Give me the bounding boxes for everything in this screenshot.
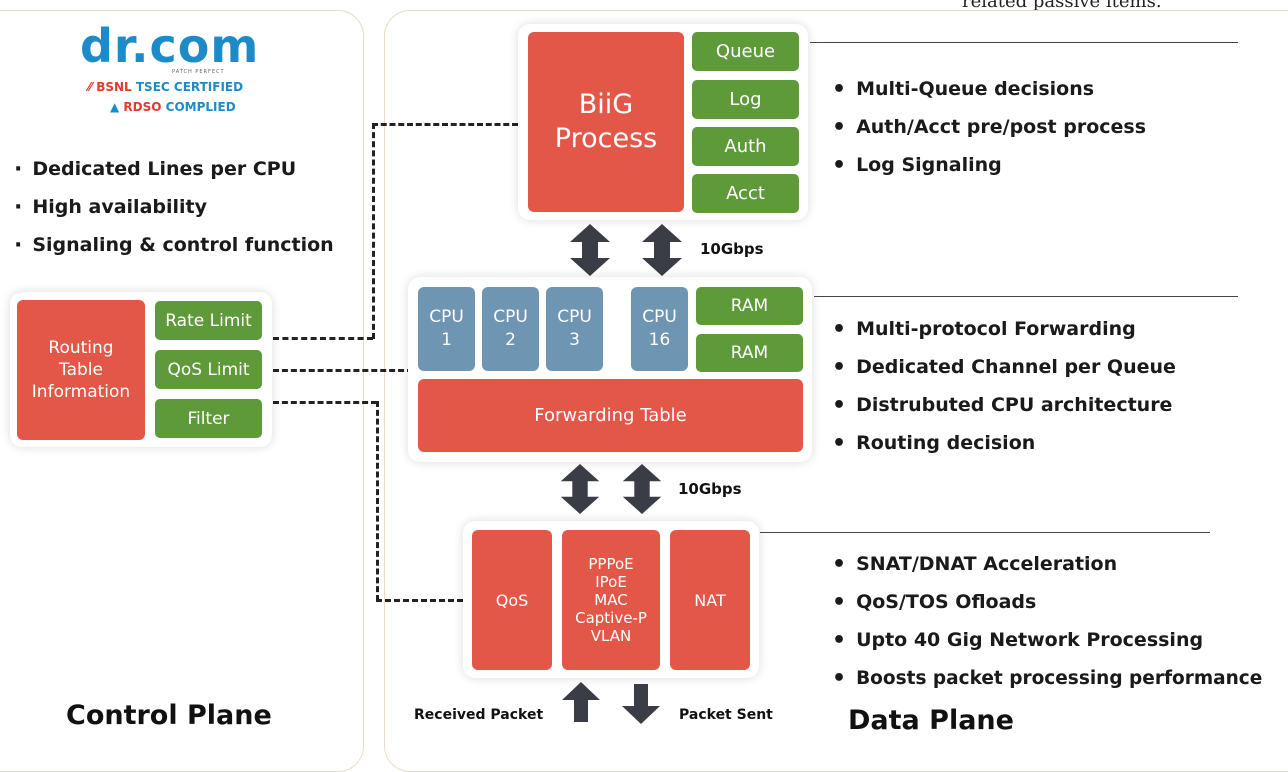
- bullet-item: •Multi-protocol Forwarding: [832, 316, 1136, 342]
- network-bullets: •SNAT/DNAT Acceleration •QoS/TOS Ofloads…: [832, 545, 1262, 697]
- data-plane-title: Data Plane: [848, 705, 1014, 736]
- bullet-item: •Dedicated Channel per Queue: [832, 354, 1176, 380]
- cert-bsnl-prefix: BSNL: [96, 80, 132, 94]
- control-plane-title: Control Plane: [66, 700, 272, 731]
- bullet-item: •Auth/Acct pre/post process: [832, 114, 1147, 140]
- bullet-item: ·Dedicated Lines per CPU: [14, 156, 297, 182]
- bsnl-icon: ⁄⁄: [88, 80, 93, 94]
- rate-limit-box: Rate Limit: [155, 301, 262, 340]
- link-speed-label: 10Gbps: [700, 240, 764, 258]
- rdso-icon: ▲: [110, 100, 120, 114]
- packet-sent-label: Packet Sent: [679, 707, 773, 723]
- connector-qos-to-cpu: [273, 369, 413, 372]
- double-arrow-icon: [642, 224, 682, 276]
- bullet-item: •QoS/TOS Ofloads: [832, 589, 1037, 615]
- bullet-item: •Distrubuted CPU architecture: [832, 392, 1173, 418]
- cert-bsnl-highlight: TSEC CERTIFIED: [135, 80, 244, 94]
- bullet-item: •Upto 40 Gig Network Processing: [832, 627, 1204, 653]
- filter-box: Filter: [155, 399, 262, 438]
- connector-rate-to-biig-top: [372, 123, 518, 126]
- protocol-label: PPPoE: [588, 555, 634, 573]
- protocol-label: VLAN: [590, 627, 632, 645]
- bullet-item: •Log Signaling: [832, 152, 1002, 178]
- protocol-label: MAC: [594, 591, 628, 609]
- auth-box: Auth: [692, 127, 799, 166]
- forwarding-bullets: •Multi-protocol Forwarding •Dedicated Ch…: [832, 310, 1176, 462]
- log-box: Log: [692, 80, 799, 119]
- connector-rate-vertical: [372, 123, 375, 339]
- connector-filter-to-qos: [376, 599, 472, 602]
- double-arrow-icon: [560, 464, 600, 514]
- ram-box: RAM: [696, 287, 803, 325]
- double-arrow-icon: [570, 224, 610, 276]
- cert-bsnl: ⁄⁄ BSNL TSEC CERTIFIED: [88, 80, 243, 94]
- protocols-block: PPPoE IPoE MAC Captive-P VLAN: [562, 530, 660, 670]
- up-arrow-icon: [562, 682, 600, 722]
- cert-rdso: ▲ RDSO COMPLIED: [110, 100, 236, 114]
- bullet-item: ·High availability: [14, 194, 207, 220]
- bullet-item: •Multi-Queue decisions: [832, 76, 1095, 102]
- logo-brand: dr.com: [80, 19, 260, 73]
- control-plane-bullets: ·Dedicated Lines per CPU ·High availabil…: [14, 150, 334, 264]
- routing-table-block: Routing Table Information: [17, 300, 145, 440]
- ram-box: RAM: [696, 334, 803, 372]
- cert-rdso-highlight: COMPLIED: [165, 100, 236, 114]
- bullet-item: ·Signaling & control function: [14, 232, 334, 258]
- bullet-item: •Routing decision: [832, 430, 1036, 456]
- link-speed-label: 10Gbps: [678, 480, 742, 498]
- divider-forwarding: [814, 296, 1238, 297]
- forwarding-table-block: Forwarding Table: [418, 379, 803, 452]
- cert-rdso-prefix: RDSO: [123, 100, 162, 114]
- nat-block: NAT: [670, 530, 750, 670]
- bullet-item: •SNAT/DNAT Acceleration: [832, 551, 1118, 577]
- top-caption: related passive items.: [962, 0, 1162, 12]
- qos-limit-box: QoS Limit: [155, 350, 262, 389]
- acct-box: Acct: [692, 174, 799, 213]
- biig-bullets: •Multi-Queue decisions •Auth/Acct pre/po…: [832, 70, 1146, 184]
- divider-network: [760, 532, 1210, 533]
- divider-biig: [810, 42, 1238, 43]
- double-arrow-icon: [622, 464, 662, 514]
- received-packet-label: Received Packet: [414, 707, 544, 723]
- connector-rate-to-biig: [273, 337, 373, 340]
- down-arrow-icon: [622, 684, 660, 724]
- queue-box: Queue: [692, 32, 799, 71]
- protocol-label: Captive-P: [575, 609, 647, 627]
- connector-filter-right: [273, 401, 377, 404]
- logo-tagline: PATCH PERFECT: [172, 69, 225, 75]
- drcom-logo: dr.com PATCH PERFECT ⁄⁄ BSNL TSEC CERTIF…: [80, 22, 270, 122]
- connector-filter-vertical: [376, 401, 379, 601]
- bullet-item: •Boosts packet processing performance: [832, 665, 1263, 691]
- protocol-label: IPoE: [595, 573, 627, 591]
- biig-process-block: BiiG Process: [528, 32, 684, 212]
- qos-block: QoS: [472, 530, 552, 670]
